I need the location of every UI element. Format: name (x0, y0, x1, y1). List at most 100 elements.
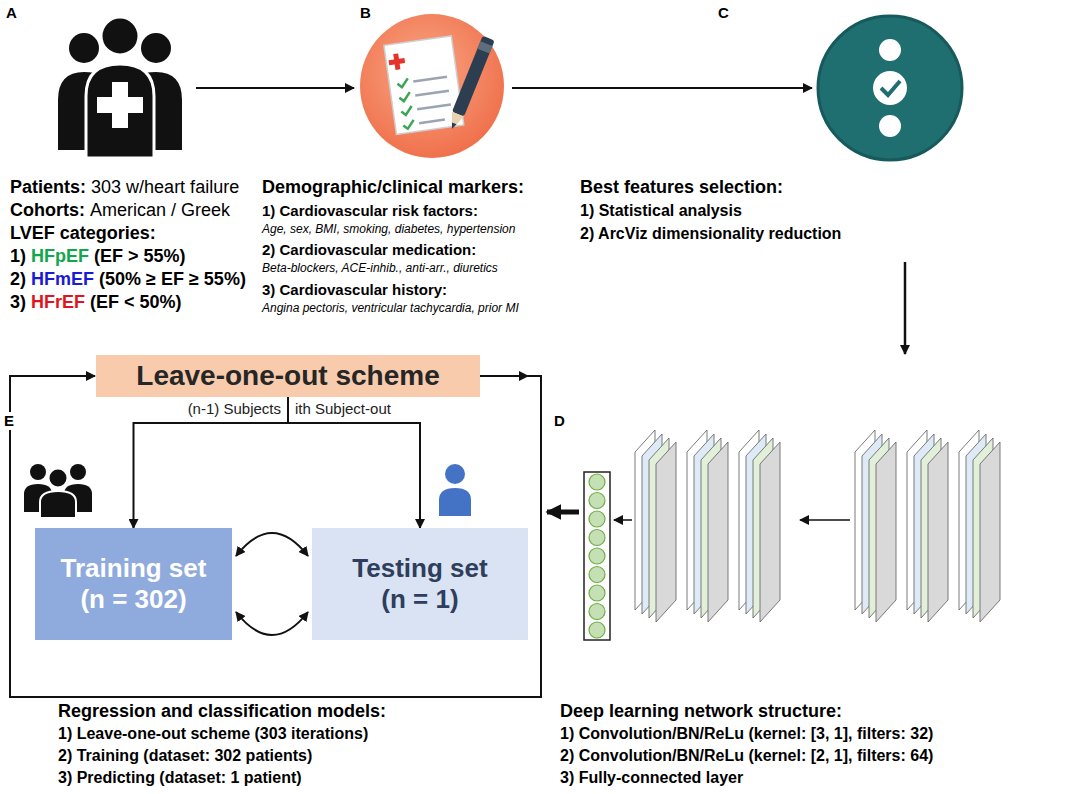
label-text: 303 w/heart failure (91, 176, 239, 198)
text-line: 2) Training (dataset: 302 patients) (58, 746, 312, 766)
label-text: Patients: (10, 176, 86, 198)
feature-map-slab (760, 442, 780, 622)
label-text: 2) Cardiovascular medication: (262, 240, 476, 259)
text-line: 1) Statistical analysis (580, 201, 742, 221)
text-line: B (360, 4, 371, 22)
feature-selection-icon (818, 16, 962, 160)
connector-line (236, 612, 308, 635)
text-line: C (718, 4, 729, 22)
label-text: 2) (10, 268, 26, 290)
label-text: 3) Cardiovascular history: (262, 280, 447, 299)
text-line: 1)HFpEF(EF > 55%) (10, 245, 186, 267)
flow-arrow (904, 262, 907, 354)
connector-line (288, 397, 420, 528)
label-text: 2) Convolution/BN/ReLu (kernel: [2, 1], … (560, 746, 933, 766)
label-text: 1) Leave-one-out scheme (303 iterations) (58, 724, 368, 744)
feature-map-slab (876, 442, 896, 622)
feature-map-slab (656, 442, 676, 622)
label-text: 3) Fully-connected layer (560, 768, 743, 788)
connector (288, 397, 420, 528)
connector (236, 612, 308, 635)
flow-arrow (196, 87, 354, 89)
text-line: Cohorts:American / Greek (10, 199, 230, 221)
label-text: American / Greek (90, 199, 230, 221)
text-line: 3)HFrEF(EF < 50%) (10, 291, 182, 313)
neuron (589, 530, 605, 546)
box-subtitle: (n = 302) (80, 584, 186, 615)
label-text: Age, sex, BMI, smoking, diabetes, hypert… (262, 221, 515, 237)
cnn-layers (635, 430, 1000, 622)
testing-box: Testing set(n = 1) (312, 528, 528, 640)
text-line: 1) Cardiovascular risk factors: (262, 201, 478, 220)
text-line: Regression and classification models: (58, 700, 386, 722)
box-title: Training set (61, 553, 207, 584)
text-line: 1) Leave-one-out scheme (303 iterations) (58, 724, 368, 744)
layer-arrow (800, 519, 850, 521)
clinical-form-icon (360, 14, 504, 158)
panel-letter: B (360, 4, 371, 22)
neuron (589, 567, 605, 583)
label-text: Regression and classification models: (58, 700, 386, 722)
label-text: Best features selection: (580, 176, 783, 198)
panel-letter: E (2, 412, 16, 430)
label-text: Demographic/clinical markers: (262, 176, 524, 198)
scheme-box: Leave-one-out scheme (96, 355, 480, 397)
label-text: 3) Predicting (dataset: 1 patient) (58, 768, 302, 788)
label-text: 2) Training (dataset: 302 patients) (58, 746, 312, 766)
connector-line (10, 376, 541, 697)
text-line: Beta-blockers, ACE-inhib., anti-arr., di… (262, 260, 498, 276)
label-text: 1) Convolution/BN/ReLu (kernel: [3, 1], … (560, 724, 933, 744)
feature-map-slab (980, 442, 1000, 622)
label-text: HFrEF (31, 291, 85, 313)
fc-neurons (589, 474, 605, 638)
neuron (589, 493, 605, 509)
text-line: E (2, 412, 16, 430)
neuron (589, 622, 605, 638)
testing-person-icon (439, 464, 471, 516)
label-text: 1) Cardiovascular risk factors: (262, 201, 478, 220)
neuron (589, 585, 605, 601)
panel-letter: D (554, 412, 565, 430)
connector (134, 397, 289, 528)
layer-arrow (614, 519, 632, 521)
text-line: Angina pectoris, ventricular tachycardia… (262, 300, 519, 316)
box-title: Leave-one-out scheme (136, 360, 439, 392)
label-text: (EF > 55%) (94, 245, 186, 267)
training-people-icon (24, 464, 92, 518)
text-line: Demographic/clinical markers: (262, 176, 524, 198)
output-arrow (547, 510, 579, 515)
box-subtitle: (n = 1) (381, 584, 458, 615)
fc-layer-frame (584, 472, 610, 640)
text-line: A (6, 4, 17, 22)
connector (10, 371, 541, 697)
text-line: Patients:303 w/heart failure (10, 176, 239, 198)
flow-arrow (512, 87, 812, 89)
panel-letter: C (718, 4, 729, 22)
text-line: Age, sex, BMI, smoking, diabetes, hypert… (262, 221, 515, 237)
label-text: 1) Statistical analysis (580, 201, 742, 221)
neuron (589, 548, 605, 564)
text-line: LVEF categories: (10, 222, 156, 244)
label-text: Deep learning network structure: (560, 700, 842, 722)
label-text: Angina pectoris, ventricular tachycardia… (262, 300, 519, 316)
text-line: 1) Convolution/BN/ReLu (kernel: [3, 1], … (560, 724, 933, 744)
label-text: Cohorts: (10, 199, 85, 221)
label-text: (50% ≥ EF ≥ 55%) (99, 268, 246, 290)
text-line: D (554, 412, 565, 430)
connector-line (236, 533, 308, 556)
neuron (589, 474, 605, 490)
label-text: (EF < 50%) (90, 291, 182, 313)
box-title: Testing set (352, 553, 487, 584)
label-text: Beta-blockers, ACE-inhib., anti-arr., di… (262, 260, 498, 276)
neuron (589, 604, 605, 620)
training-box: Training set(n = 302) (35, 528, 232, 640)
label-text: HFpEF (31, 245, 89, 267)
text-line: Deep learning network structure: (560, 700, 842, 722)
text-line: 2) Convolution/BN/ReLu (kernel: [2, 1], … (560, 746, 933, 766)
panel-letter: A (6, 4, 17, 22)
label-text: 2) ArcViz dimensionality reduction (580, 224, 841, 244)
text-line: 3) Predicting (dataset: 1 patient) (58, 768, 302, 788)
label-text: 1) (10, 245, 26, 267)
